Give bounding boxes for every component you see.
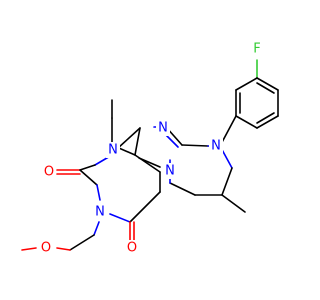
bond	[181, 144, 209, 147]
bond-o-c	[21, 247, 37, 251]
nitrogen-methoxyethyl-label: N	[95, 205, 105, 220]
bond	[221, 194, 246, 213]
bond	[256, 82, 275, 94]
bond-c-o	[56, 247, 71, 251]
bonds	[21, 59, 279, 251]
bond	[169, 182, 196, 196]
bond	[134, 127, 141, 156]
atom-o-ether: O	[39, 240, 53, 256]
bond	[69, 234, 95, 251]
atom-o-left: O	[42, 164, 56, 180]
atom-n-methoxyethyl: N	[93, 204, 107, 220]
nitrogen-methyl-label: N	[108, 143, 118, 158]
bond	[256, 77, 279, 91]
nitrogen-aryl-label: N	[211, 139, 221, 154]
atom-n-bridge: N	[163, 163, 177, 179]
bond-n	[93, 221, 100, 236]
bond	[138, 157, 161, 168]
oxygen-ether-label: O	[41, 241, 51, 256]
oxygen-carbonyl-left-label: O	[44, 165, 54, 180]
oxygen-carbonyl-bottom-label: O	[127, 241, 137, 256]
bond	[256, 115, 279, 129]
bond-n	[109, 213, 131, 223]
fluorine-label: F	[253, 42, 260, 57]
bond-n	[96, 184, 101, 201]
bond	[79, 169, 98, 186]
chemical-structure-diagram: F N N N N N O O	[21, 41, 279, 256]
bond	[79, 164, 96, 171]
bond	[129, 191, 161, 223]
bond	[235, 115, 258, 129]
bond	[221, 167, 233, 196]
atom-f: F	[250, 41, 264, 57]
bond	[235, 77, 258, 91]
nitrogen-bridge-label: N	[165, 164, 175, 179]
atom-o-bottom: O	[125, 240, 139, 256]
nitrogen-imidazole-label: N	[158, 121, 168, 136]
bond	[117, 127, 141, 149]
atom-n-methyl: N	[106, 142, 120, 158]
atom-labels: F N N N N N O O	[39, 41, 264, 256]
bond	[256, 112, 275, 124]
atom-n-imidazole: N	[156, 120, 170, 136]
atom-n-aryl: N	[209, 138, 223, 154]
